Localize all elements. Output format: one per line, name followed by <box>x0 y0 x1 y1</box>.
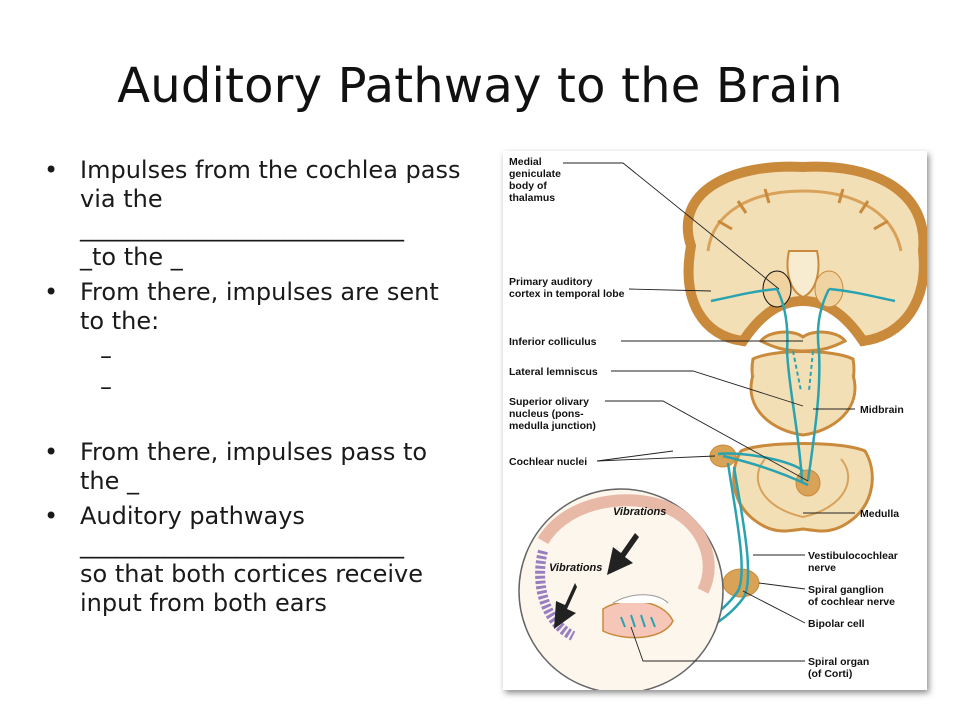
label-lateral-lemniscus: Lateral lemniscus <box>509 366 598 378</box>
label-medial-geniculate-4: thalamus <box>509 192 555 204</box>
label-inferior-colliculus: Inferior colliculus <box>509 336 597 348</box>
label-medial-geniculate-1: Medial <box>509 156 542 168</box>
bullet-dot: • <box>44 156 59 184</box>
label-medial-geniculate-3: body of <box>509 180 547 192</box>
bullet-4: • Auditory pathways ____________________… <box>44 502 494 618</box>
midbrain-section <box>749 330 857 437</box>
label-superior-olivary-3: medulla junction) <box>509 420 596 432</box>
bullet-dot: • <box>44 502 59 530</box>
bullet-list: • Impulses from the cochlea pass via the… <box>44 156 494 618</box>
label-spiral-ganglion-1: Spiral ganglion <box>808 584 884 596</box>
bullet-dot: • <box>44 278 59 306</box>
label-superior-olivary-1: Superior olivary <box>509 396 589 408</box>
vibration-arrow-1 <box>607 533 639 575</box>
sub-bullet-1: – <box>44 342 494 371</box>
label-bipolar-cell: Bipolar cell <box>808 618 865 630</box>
leader-lines <box>563 162 855 662</box>
auditory-pathway-diagram: Medial geniculate body of thalamus Prima… <box>509 156 929 694</box>
bullet-3-line-2: the _ <box>80 467 140 495</box>
sub-bullet-2: – <box>44 373 494 402</box>
bullet-4-line-2: ___________________________ <box>80 531 404 559</box>
bullet-4-line-1: Auditory pathways <box>80 502 305 530</box>
vibration-arrow-2 <box>554 583 577 629</box>
bullet-1: • Impulses from the cochlea pass via the… <box>44 156 494 272</box>
sub-bullet-1-dash: – <box>100 342 112 370</box>
auditory-pathway-figure: Medial geniculate body of thalamus Prima… <box>503 151 929 694</box>
slide-title: Auditory Pathway to the Brain <box>117 58 843 114</box>
label-primary-auditory-1: Primary auditory <box>509 276 593 288</box>
label-medulla: Medulla <box>860 508 899 520</box>
bullet-3: • From there, impulses pass to the _ <box>44 438 494 496</box>
auditory-pathways <box>630 287 896 653</box>
bullet-2-line-2: to the: <box>80 307 160 335</box>
label-cochlear-nuclei: Cochlear nuclei <box>509 456 587 468</box>
bullet-3-line-1: From there, impulses pass to <box>80 438 428 466</box>
bullet-1-line-3: ___________________________ <box>80 214 404 242</box>
cerebrum-section <box>682 161 929 347</box>
cochlea-section <box>518 488 724 694</box>
bullet-4-line-3: so that both cortices receive <box>80 560 423 588</box>
label-spiral-organ-2: (of Corti) <box>808 668 852 680</box>
label-vestibulocochlear-2: nerve <box>808 562 836 574</box>
bullet-2-line-1: From there, impulses are sent <box>80 278 439 306</box>
bullet-1-line-1: Impulses from the cochlea pass <box>80 156 461 184</box>
sub-bullet-2-dash: – <box>100 373 112 401</box>
label-vibrations-2: Vibrations <box>549 562 602 574</box>
label-medial-geniculate-2: geniculate <box>509 168 561 180</box>
label-vibrations-1: Vibrations <box>613 506 666 518</box>
bullet-1-line-4: _to the _ <box>80 243 183 271</box>
bullet-4-line-4: input from both ears <box>80 589 327 617</box>
label-spiral-ganglion-2: of cochlear nerve <box>808 596 895 608</box>
label-vestibulocochlear-1: Vestibulocochlear <box>808 550 898 562</box>
bullet-1-line-2: via the <box>80 185 163 213</box>
label-primary-auditory-2: cortex in temporal lobe <box>509 288 625 300</box>
label-superior-olivary-2: nucleus (pons- <box>509 408 584 420</box>
figure-labels: Medial geniculate body of thalamus Prima… <box>509 156 904 680</box>
bullet-2: • From there, impulses are sent to the: <box>44 278 494 336</box>
bullet-dot: • <box>44 438 59 466</box>
label-midbrain: Midbrain <box>860 404 904 416</box>
label-spiral-organ-1: Spiral organ <box>808 656 869 668</box>
